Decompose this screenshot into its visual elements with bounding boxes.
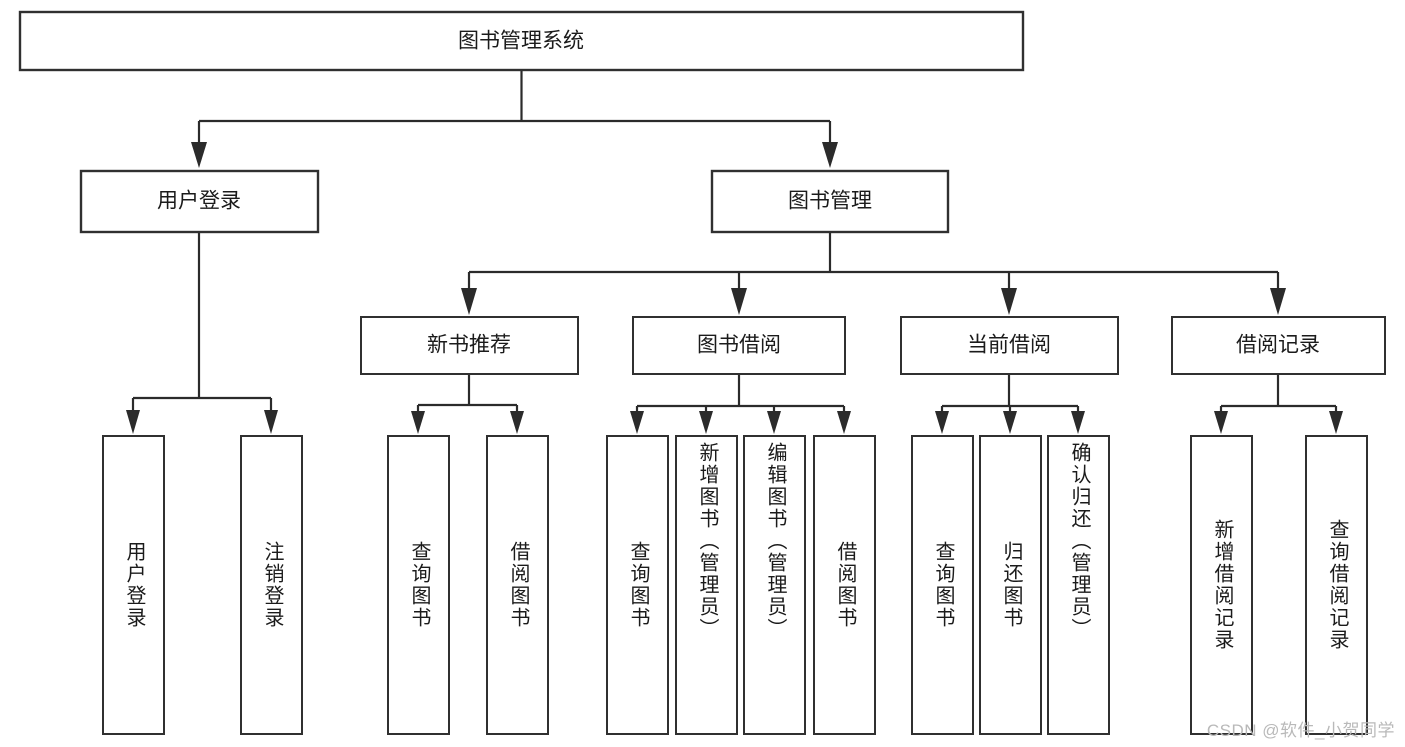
arrowhead-leaf-user-login bbox=[126, 410, 140, 434]
arrowhead-borrow-record bbox=[1270, 288, 1286, 315]
node-book-management[interactable]: 图书管理 bbox=[710, 169, 950, 234]
node-current-borrow-label: 当前借阅 bbox=[967, 334, 1051, 357]
arrowhead-new-book-recommend bbox=[461, 288, 477, 315]
node-root-box[interactable] bbox=[18, 10, 1025, 72]
arrowhead-leaf-query-record bbox=[1329, 411, 1343, 434]
node-borrow-record[interactable]: 借阅记录 bbox=[1171, 316, 1386, 375]
arrowhead-book-borrow bbox=[731, 288, 747, 315]
node-book-borrow[interactable]: 图书借阅 bbox=[632, 316, 846, 375]
node-new-book-recommend-label: 新书推荐 bbox=[427, 334, 511, 357]
node-new-book-recommend[interactable]: 新书推荐 bbox=[360, 316, 579, 375]
node-root-label: 图书管理系统 bbox=[458, 30, 584, 53]
node-leaf-borrow-book-2-box[interactable] bbox=[813, 435, 876, 735]
node-leaf-borrow-book-1-box[interactable] bbox=[486, 435, 549, 735]
arrowhead-leaf-add-book bbox=[699, 411, 713, 434]
arrowhead-leaf-borrow-book-2 bbox=[837, 411, 851, 434]
arrowhead-leaf-user-logout bbox=[264, 410, 278, 434]
connectors-new-book-to-leaves bbox=[411, 375, 524, 434]
node-leaf-add-book-box[interactable] bbox=[675, 435, 738, 735]
connectors-book-borrow-to-leaves bbox=[630, 375, 851, 434]
node-borrow-record-label: 借阅记录 bbox=[1236, 334, 1320, 357]
node-leaf-query-record-box[interactable] bbox=[1305, 435, 1368, 735]
node-leaf-query-book-1-box[interactable] bbox=[387, 435, 450, 735]
connectors-borrow-record-to-leaves bbox=[1214, 375, 1343, 434]
node-new-book-recommend-box[interactable] bbox=[360, 316, 579, 375]
arrowhead-leaf-query-book-2 bbox=[630, 411, 644, 434]
leaf-boxes bbox=[102, 435, 1368, 735]
connectors-book-management-to-level3 bbox=[461, 233, 1286, 315]
arrowhead-leaf-borrow-book-1 bbox=[510, 411, 524, 434]
node-leaf-confirm-return-box[interactable] bbox=[1047, 435, 1110, 735]
connectors-current-borrow-to-leaves bbox=[935, 375, 1085, 434]
node-borrow-record-box[interactable] bbox=[1171, 316, 1386, 375]
arrowhead-leaf-return-book bbox=[1003, 411, 1017, 434]
arrowhead-leaf-query-book-3 bbox=[935, 411, 949, 434]
connectors-root-to-level2 bbox=[191, 70, 838, 168]
node-book-management-box[interactable] bbox=[710, 169, 950, 234]
node-user-login-label: 用户登录 bbox=[157, 190, 241, 213]
arrowhead-leaf-add-record bbox=[1214, 411, 1228, 434]
node-leaf-user-logout-box[interactable] bbox=[240, 435, 303, 735]
arrowhead-user-login bbox=[191, 142, 207, 168]
arrowhead-current-borrow bbox=[1001, 288, 1017, 315]
csdn-watermark: CSDN @软件_小贺同学 bbox=[1206, 721, 1395, 740]
node-user-login[interactable]: 用户登录 bbox=[79, 169, 320, 234]
arrowhead-leaf-edit-book bbox=[767, 411, 781, 434]
node-root[interactable]: 图书管理系统 bbox=[18, 10, 1025, 72]
node-leaf-query-book-2-box[interactable] bbox=[606, 435, 669, 735]
node-user-login-box[interactable] bbox=[79, 169, 320, 234]
node-leaf-query-book-3-box[interactable] bbox=[911, 435, 974, 735]
arrowhead-leaf-confirm-return bbox=[1071, 411, 1085, 434]
node-current-borrow[interactable]: 当前借阅 bbox=[900, 316, 1119, 375]
node-leaf-add-record-box[interactable] bbox=[1190, 435, 1253, 735]
arrowhead-book-management bbox=[822, 142, 838, 168]
node-leaf-edit-book-box[interactable] bbox=[743, 435, 806, 735]
node-book-borrow-box[interactable] bbox=[632, 316, 846, 375]
node-book-borrow-label: 图书借阅 bbox=[697, 334, 781, 357]
node-leaf-return-book-box[interactable] bbox=[979, 435, 1042, 735]
node-book-management-label: 图书管理 bbox=[788, 190, 872, 213]
connectors-user-login-to-leaves bbox=[126, 233, 278, 434]
node-current-borrow-box[interactable] bbox=[900, 316, 1119, 375]
arrowhead-leaf-query-book-1 bbox=[411, 411, 425, 434]
node-leaf-user-login-box[interactable] bbox=[102, 435, 165, 735]
